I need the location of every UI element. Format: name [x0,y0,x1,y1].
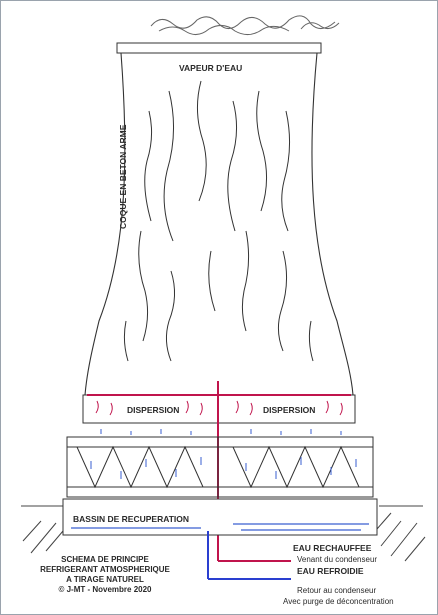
label-retour: Retour au condenseur [297,587,376,595]
legend-copyright: © J-MT - Novembre 2020 [35,586,175,594]
convection-lines [124,81,313,361]
tower-top-rim [117,43,321,53]
legend-subtitle-2: A TIRAGE NATUREL [35,576,175,584]
label-eau-refroidie: EAU REFROIDIE [297,567,364,576]
label-coque: COQUE EN BETON ARME [119,125,128,229]
legend-subtitle: REFRIGERANT ATMOSPHERIQUE [35,566,175,574]
legend-title: SCHEMA DE PRINCIPE [35,556,175,564]
cold-water-pipe [208,531,291,579]
label-purge: Avec purge de déconcentration [283,598,394,606]
legend-block: SCHEMA DE PRINCIPE REFRIGERANT ATMOSPHER… [35,556,175,596]
label-eau-rechauffee: EAU RECHAUFFEE [293,544,371,553]
label-dispersion-right: DISPERSION [263,406,315,415]
label-venant: Venant du condenseur [297,556,377,564]
fill-structure [67,437,373,497]
label-dispersion-left: DISPERSION [127,406,179,415]
steam-plume [151,16,339,35]
label-bassin: BASSIN DE RECUPERATION [73,515,189,524]
label-vapeur: VAPEUR D'EAU [179,64,242,73]
